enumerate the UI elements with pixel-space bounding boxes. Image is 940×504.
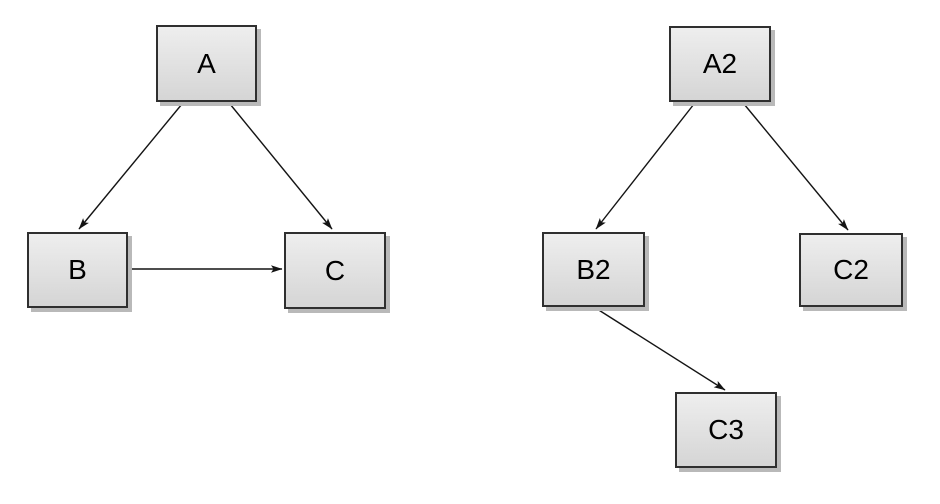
edge-A2-C2 — [743, 103, 849, 231]
edge-A-B — [78, 103, 183, 230]
node-label: C — [324, 254, 346, 286]
edge-B2-C3 — [593, 306, 726, 391]
node-label: A — [197, 47, 216, 79]
edge-A-C — [229, 103, 333, 230]
node-label: C2 — [833, 254, 869, 285]
node-B2[interactable]: B2 — [542, 232, 645, 307]
edge-A2-B2 — [595, 103, 695, 230]
node-A2[interactable]: A2 — [669, 26, 771, 102]
node-C2[interactable]: C2 — [799, 233, 903, 307]
node-label: C3 — [708, 414, 744, 445]
node-B[interactable]: B — [27, 232, 128, 308]
node-label: B — [68, 254, 87, 285]
node-label: A2 — [702, 48, 738, 79]
node-C[interactable]: C — [284, 232, 386, 309]
node-A[interactable]: A — [156, 25, 257, 102]
node-label: B2 — [576, 253, 611, 285]
node-C3[interactable]: C3 — [675, 392, 777, 468]
